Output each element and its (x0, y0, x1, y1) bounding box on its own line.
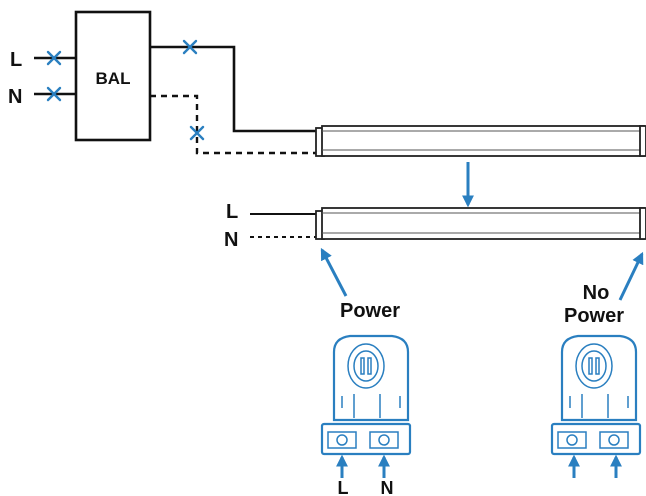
top-tube (315, 125, 646, 157)
no-power-arrow-icon (618, 251, 644, 301)
socket-neutral-label: N (381, 478, 394, 496)
tombstone-socket-icon (550, 334, 642, 456)
socket-line-label: L (338, 478, 349, 496)
ballast-wiring: L N BAL (8, 10, 318, 155)
tube-neutral-label: N (224, 229, 238, 251)
ballast-label: BAL (96, 69, 131, 88)
input-neutral-label: N (8, 86, 22, 108)
ballast-output-dashed-wire (150, 94, 318, 155)
no-power-label-line2: Power (564, 305, 624, 327)
tube-line-label: L (226, 201, 238, 223)
bottom-tube: L N (224, 201, 646, 251)
no-power-label-line1: No (583, 282, 610, 304)
power-label: Power (340, 300, 400, 322)
ballast-output-wire (150, 45, 318, 133)
ballast-box (74, 10, 152, 142)
power-arrow-icon (320, 247, 348, 297)
tombstone-socket-icon (320, 334, 412, 456)
input-line-label: L (10, 49, 22, 71)
